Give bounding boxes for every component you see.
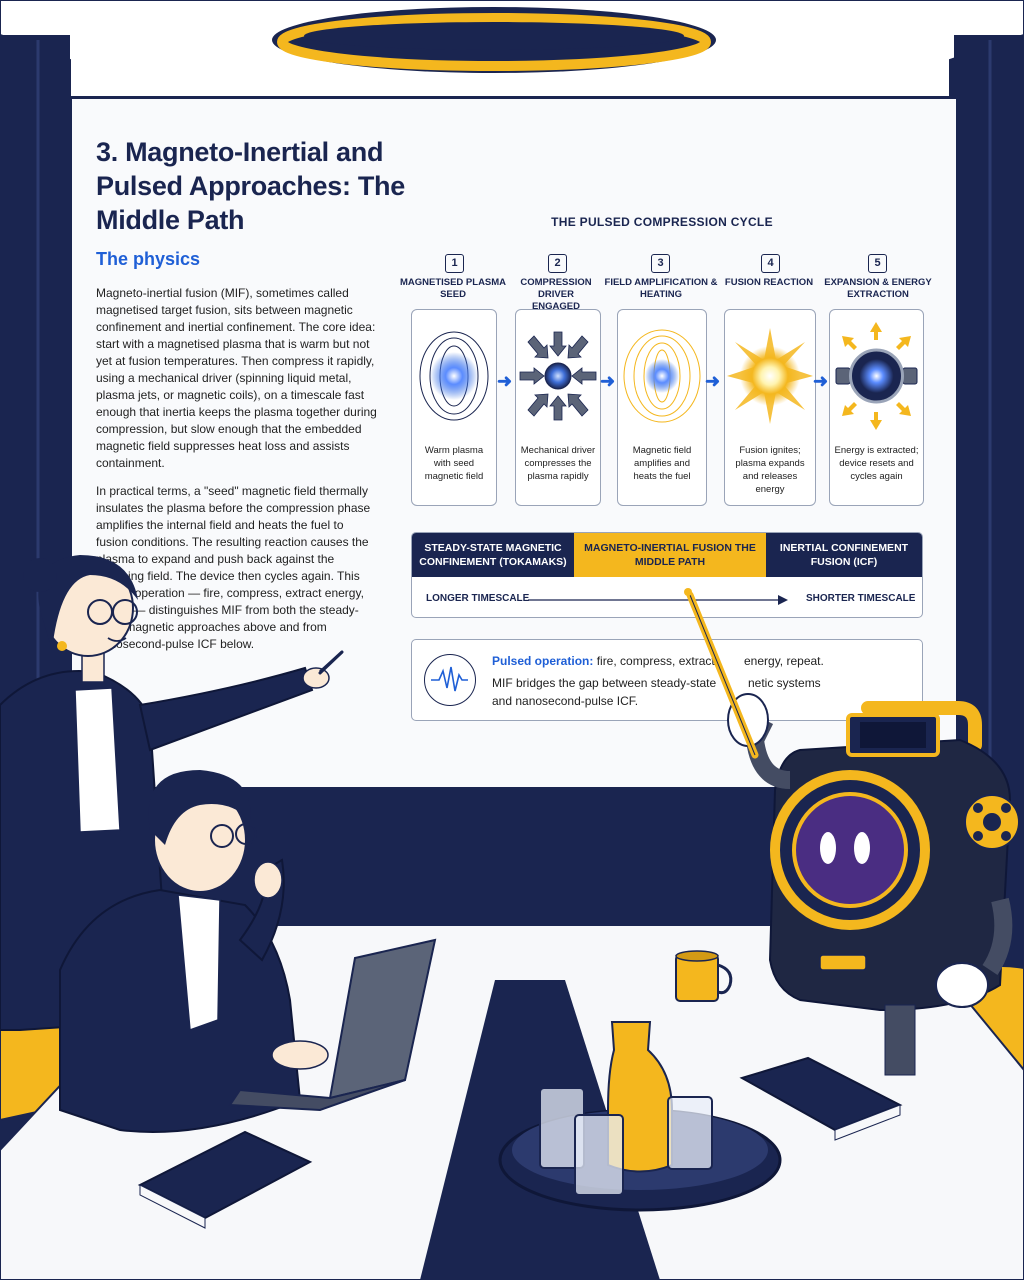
arrow-right-icon: ➜ bbox=[705, 371, 721, 391]
step-number: 1 bbox=[445, 254, 464, 273]
confinement-spectrum: STEADY-STATE MAGNETIC CONFINEMENT (TOKAM… bbox=[411, 532, 923, 618]
timescale-shorter-label: SHORTER TIMESCALE bbox=[806, 593, 916, 604]
pointer-stick bbox=[686, 591, 759, 759]
step-caption: Fusion ignites; plasma expands and relea… bbox=[735, 445, 805, 495]
step-label: FUSION REACTION bbox=[724, 277, 814, 288]
seated-man bbox=[59, 770, 302, 1133]
step-card-field-amplification: Magnetic field amplifies and heats the f… bbox=[617, 309, 707, 506]
step-number: 3 bbox=[651, 254, 670, 273]
callout-text: MIF bridges the gap between steady-state bbox=[492, 676, 717, 690]
step-label: EXPANSION & ENERGY EXTRACTION bbox=[824, 277, 932, 300]
coffee-mug bbox=[675, 950, 733, 1002]
step-card-compression: Mechanical driver compresses the plasma … bbox=[515, 309, 601, 506]
arrow-right-icon: ➜ bbox=[813, 371, 829, 391]
notebook-right bbox=[739, 1056, 903, 1141]
presentation-screen: 3. Magneto-Inertial and Pulsed Approache… bbox=[70, 97, 958, 789]
spectrum-middle-segment: MAGNETO-INERTIAL FUSION THE MIDDLE PATH bbox=[574, 533, 766, 577]
section-heading: The physics bbox=[96, 249, 201, 269]
drinks-tray bbox=[498, 1021, 782, 1212]
notebook-left bbox=[137, 1130, 313, 1229]
arrow-right-icon: ➜ bbox=[600, 371, 616, 391]
step-number: 5 bbox=[868, 254, 887, 273]
laptop bbox=[228, 938, 437, 1112]
callout-text: energy, repeat. bbox=[744, 654, 824, 668]
timescale-longer-label: LONGER TIMESCALE bbox=[426, 593, 530, 604]
step-card-energy-extraction: Energy is extracted; device resets and c… bbox=[829, 309, 924, 506]
energy-extraction-icon bbox=[835, 322, 918, 430]
step-caption: Magnetic field amplifies and heats the f… bbox=[632, 445, 692, 482]
compression-icon bbox=[519, 331, 597, 421]
physics-paragraph-1: Magneto-inertial fusion (MIF), sometimes… bbox=[96, 286, 377, 470]
step-label: FIELD AMPLIFICATION & HEATING bbox=[604, 277, 718, 300]
spectrum-right-segment: INERTIAL CONFINEMENT FUSION (ICF) bbox=[766, 533, 922, 577]
pulsed-operation-callout: Pulsed operation: fire, compress, extrac… bbox=[411, 639, 923, 721]
step-caption: Mechanical driver compresses the plasma … bbox=[520, 445, 596, 482]
pointer-tip bbox=[684, 588, 692, 596]
callout-text: netic systems bbox=[748, 676, 821, 690]
step-label: MAGNETISED PLASMA SEED bbox=[399, 277, 507, 300]
callout-heading: Pulsed operation: bbox=[492, 654, 594, 668]
callout-text: fire, compress, extract bbox=[596, 654, 715, 668]
field-amplification-icon bbox=[623, 329, 701, 423]
step-card-fusion-reaction: Fusion ignites; plasma expands and relea… bbox=[724, 309, 816, 506]
step-caption: Warm plasma with seed magnetic field bbox=[424, 445, 484, 482]
robot-assistant bbox=[727, 693, 1020, 1076]
callout-text: and nanosecond-pulse ICF. bbox=[492, 694, 639, 708]
timescale-arrow-icon bbox=[528, 595, 788, 605]
step-number: 2 bbox=[548, 254, 567, 273]
spectrum-left-segment: STEADY-STATE MAGNETIC CONFINEMENT (TOKAM… bbox=[412, 533, 574, 577]
arrow-right-icon: ➜ bbox=[497, 371, 513, 391]
pulse-wave-icon bbox=[424, 654, 476, 706]
step-caption: Energy is extracted; device resets and c… bbox=[834, 445, 919, 482]
fusion-burst-icon bbox=[727, 328, 813, 424]
plasma-seed-icon bbox=[419, 331, 489, 421]
cycle-title: THE PULSED COMPRESSION CYCLE bbox=[551, 215, 773, 229]
step-label: COMPRESSION DRIVER ENGAGED bbox=[520, 277, 592, 312]
step-card-plasma-seed: Warm plasma with seed magnetic field bbox=[411, 309, 497, 506]
step-number: 4 bbox=[761, 254, 780, 273]
woman-pointer-stick bbox=[318, 650, 344, 675]
slide-title: 3. Magneto-Inertial and Pulsed Approache… bbox=[96, 137, 405, 235]
physics-paragraph-2: In practical terms, a "seed" magnetic fi… bbox=[96, 484, 371, 651]
